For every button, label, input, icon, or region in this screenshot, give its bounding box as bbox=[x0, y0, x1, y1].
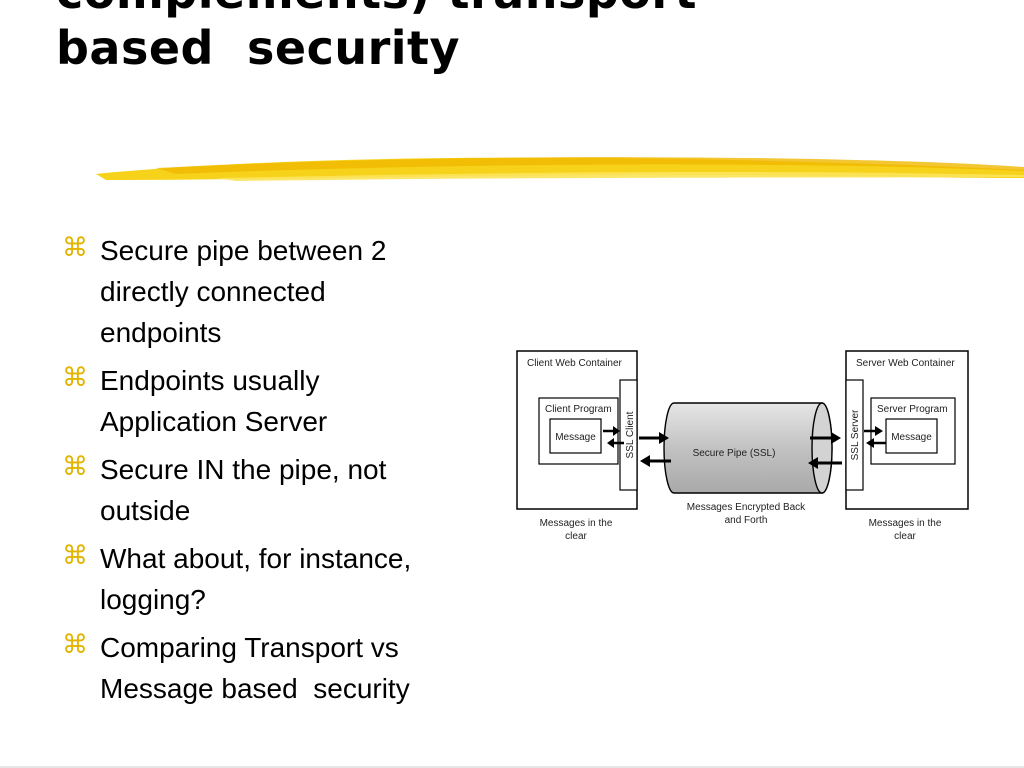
ssl-client-bar bbox=[619, 379, 638, 491]
title-line-2: based security bbox=[56, 21, 461, 75]
client-container-label: Client Web Container bbox=[527, 358, 623, 369]
ssl-pipe-label: Secure Pipe (SSL) bbox=[693, 448, 776, 459]
command-key-icon: ⌘ bbox=[62, 233, 88, 263]
ssl-server-label: SSL Server bbox=[850, 409, 861, 460]
bullet-text: Endpoints usually Application Server bbox=[100, 365, 328, 437]
server-message-label: Message bbox=[891, 432, 932, 443]
server-caption-line-1: Messages in the bbox=[869, 518, 942, 529]
title-brush-underline bbox=[96, 157, 1024, 181]
server-container-label: Server Web Container bbox=[856, 358, 955, 369]
command-key-icon: ⌘ bbox=[62, 630, 88, 660]
ssl-server-bar bbox=[845, 379, 864, 491]
command-key-icon: ⌘ bbox=[62, 363, 88, 393]
bullet-text: Secure IN the pipe, not outside bbox=[100, 454, 387, 526]
bullet-item: ⌘ What about, for instance, logging? bbox=[62, 538, 502, 620]
server-message-box bbox=[885, 418, 938, 454]
client-program-label: Client Program bbox=[545, 404, 612, 415]
server-caption-line-2: clear bbox=[894, 531, 916, 542]
bullet-list: ⌘ Secure pipe between 2 directly connect… bbox=[62, 230, 502, 716]
bullet-item: ⌘ Endpoints usually Application Server bbox=[62, 360, 502, 442]
client-caption-line-1: Messages in the bbox=[540, 518, 613, 529]
command-key-icon: ⌘ bbox=[62, 452, 88, 482]
bullet-item: ⌘ Secure pipe between 2 directly connect… bbox=[62, 230, 502, 353]
ssl-pipe-end bbox=[811, 402, 833, 494]
command-key-icon: ⌘ bbox=[62, 541, 88, 571]
bullet-text: Secure pipe between 2 directly connected… bbox=[100, 235, 387, 348]
slide-title: complements) transport- based security bbox=[56, 0, 996, 76]
ssl-client-label: SSL Client bbox=[625, 411, 636, 458]
client-message-label: Message bbox=[555, 432, 596, 443]
bullet-text: Comparing Transport vs Message based sec… bbox=[100, 632, 410, 704]
pipe-caption-line-2: and Forth bbox=[725, 515, 768, 526]
bottom-rule bbox=[0, 766, 1024, 768]
server-program-label: Server Program bbox=[877, 404, 948, 415]
client-message-box bbox=[549, 418, 602, 454]
pipe-caption-line-1: Messages Encrypted Back bbox=[687, 502, 806, 513]
title-line-1: complements) transport- bbox=[56, 0, 996, 20]
ssl-pipe-diagram: Client Web Container SSL Client Client P… bbox=[516, 350, 969, 542]
bullet-item: ⌘ Secure IN the pipe, not outside bbox=[62, 449, 502, 531]
bullet-item: ⌘ Comparing Transport vs Message based s… bbox=[62, 627, 502, 709]
bullet-text: What about, for instance, logging? bbox=[100, 543, 412, 615]
client-caption-line-2: clear bbox=[565, 531, 587, 542]
